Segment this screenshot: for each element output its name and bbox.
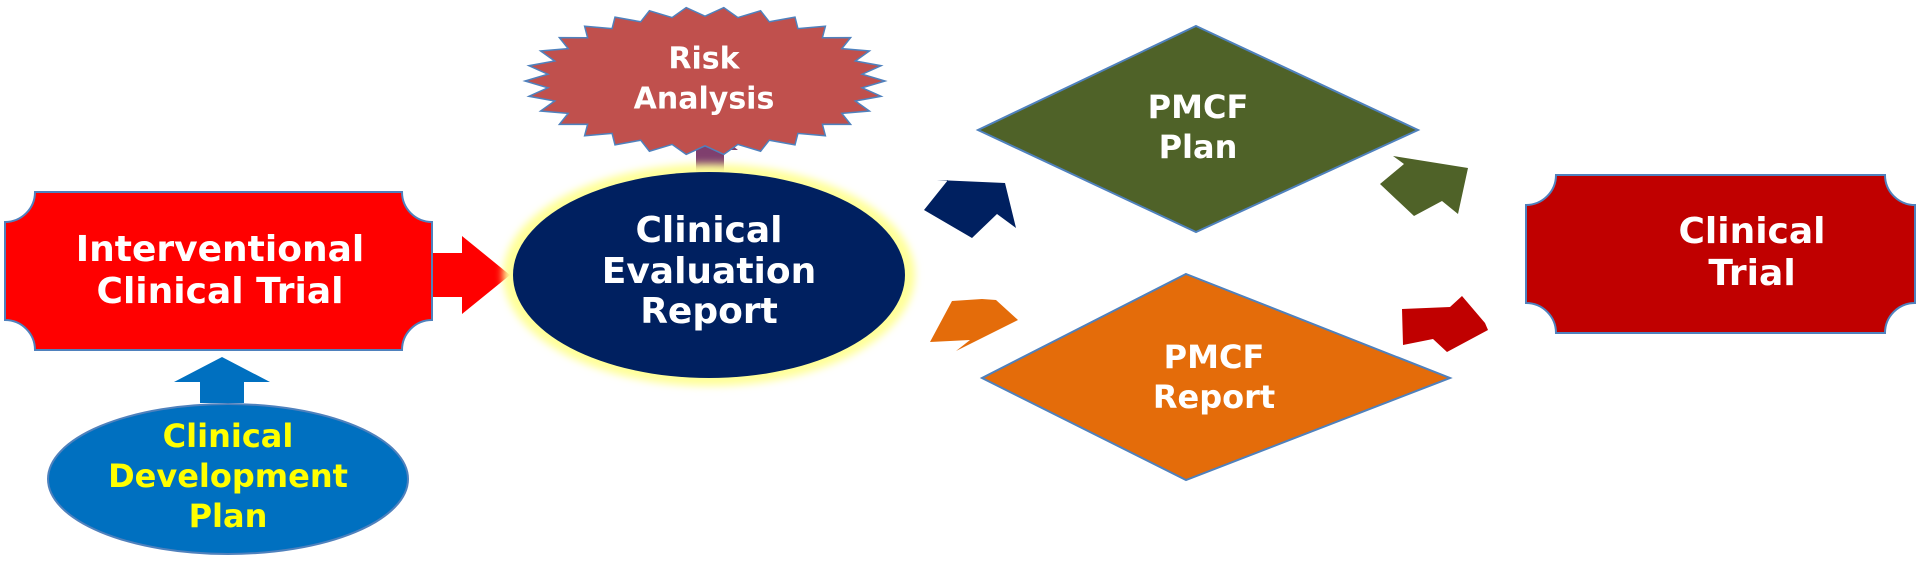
interventional-trial-label-line1: Interventional [76,229,364,270]
arrow-trial-to-pmcf-report [1402,296,1488,352]
development-plan-label-line1: Clinical [163,417,294,455]
evaluation-report-label-line2: Evaluation [602,251,817,292]
evaluation-report-label-line3: Report [640,291,778,332]
pmcf-report-label-line2: Report [1153,378,1275,416]
arrow-development-to-interventional [174,357,270,403]
pmcf-report-label-line1: PMCF [1164,338,1265,376]
evaluation-report-label-line1: Clinical [635,210,782,251]
node-clinical-trial: Clinical Trial [1525,174,1916,334]
development-plan-shape [47,403,409,555]
pmcf-plan-label-line1: PMCF [1148,88,1249,126]
node-clinical-development-plan: Clinical Development Plan [47,403,409,555]
risk-analysis-label-line2: Analysis [634,82,775,117]
clinical-trial-shape [1525,174,1916,334]
clinical-trial-label-line2: Trial [1708,253,1795,294]
pmcf-report-shape [979,272,1453,482]
node-risk-analysis: Risk Analysis [522,6,888,156]
arrow-interventional-to-evaluation [430,236,510,314]
evaluation-report-shape [513,172,905,378]
node-pmcf-report: PMCF Report [979,272,1453,482]
risk-analysis-label-line1: Risk [668,42,740,77]
risk-analysis-shape [522,6,888,156]
arrow-pmcf-report-to-evaluation [930,299,1018,351]
interventional-trial-label-line2: Clinical Trial [97,271,344,312]
pmcf-plan-label-line2: Plan [1159,128,1238,166]
node-pmcf-plan: PMCF Plan [975,24,1421,234]
development-plan-label-line3: Plan [189,497,268,535]
arrow-pmcf-plan-to-trial [1380,156,1468,216]
development-plan-label-line2: Development [108,457,348,495]
interventional-trial-shape [4,191,433,351]
clinical-trial-label-line1: Clinical [1678,211,1825,252]
node-interventional-clinical-trial: Interventional Clinical Trial [4,191,433,351]
arrow-evaluation-to-pmcf-plan [924,180,1016,238]
node-clinical-evaluation-report: Clinical Evaluation Report [503,164,915,386]
pmcf-plan-shape [975,24,1421,234]
